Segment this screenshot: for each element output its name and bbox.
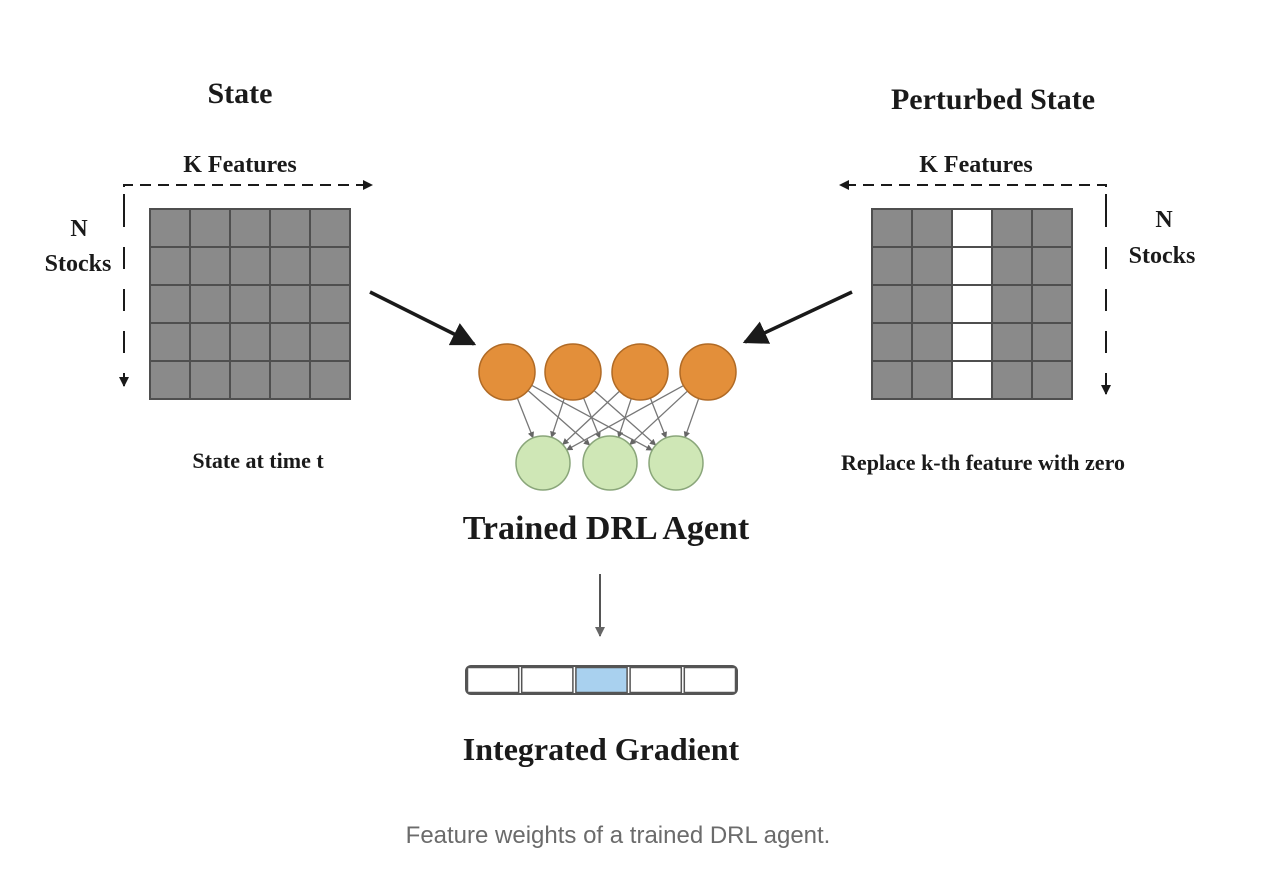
right-stocks-label: Stocks bbox=[1129, 243, 1196, 269]
matrix-cell bbox=[911, 284, 953, 324]
agent-label: Trained DRL Agent bbox=[463, 510, 750, 547]
matrix-cell bbox=[189, 284, 231, 324]
output-node bbox=[515, 435, 571, 491]
figure-caption: Feature weights of a trained DRL agent. bbox=[405, 822, 831, 849]
matrix-cell bbox=[871, 360, 913, 400]
matrix-cell bbox=[309, 246, 351, 286]
network-edge bbox=[562, 390, 621, 446]
gradient-cell bbox=[683, 666, 737, 694]
matrix-cell bbox=[269, 208, 311, 248]
zeroed-cell bbox=[951, 208, 993, 248]
matrix-cell bbox=[269, 322, 311, 362]
matrix-cell bbox=[189, 360, 231, 400]
matrix-cell bbox=[309, 208, 351, 248]
output-layer bbox=[515, 435, 704, 491]
matrix-cell bbox=[309, 360, 351, 400]
matrix-cell bbox=[911, 208, 953, 248]
perturbed-state-caption: Replace k-th feature with zero bbox=[841, 450, 1125, 475]
matrix-cell bbox=[149, 246, 191, 286]
left-k-features-arrow bbox=[123, 180, 373, 223]
matrix-cell bbox=[309, 322, 351, 362]
matrix-cell bbox=[991, 284, 1033, 324]
zeroed-cell bbox=[951, 284, 993, 324]
gradient-cell bbox=[520, 666, 574, 694]
matrix-cell bbox=[149, 284, 191, 324]
output-node bbox=[582, 435, 638, 491]
zeroed-cell bbox=[951, 246, 993, 286]
matrix-cell bbox=[1031, 322, 1073, 362]
matrix-cell bbox=[189, 322, 231, 362]
diagram: State K Features N Stocks State at time … bbox=[45, 77, 1196, 767]
matrix-cell bbox=[229, 322, 271, 362]
network-edge bbox=[566, 384, 684, 451]
left-stocks-label: Stocks bbox=[45, 251, 112, 277]
integrated-gradient-vector bbox=[465, 665, 738, 695]
matrix-cell bbox=[309, 284, 351, 324]
left-k-features-label: K Features bbox=[183, 152, 297, 178]
matrix-cell bbox=[991, 246, 1033, 286]
matrix-cell bbox=[1031, 246, 1073, 286]
matrix-cell bbox=[269, 246, 311, 286]
perturbed-state-title: Perturbed State bbox=[891, 83, 1095, 116]
matrix-cell bbox=[911, 322, 953, 362]
matrix-cell bbox=[871, 284, 913, 324]
matrix-cell bbox=[871, 246, 913, 286]
right-k-features-label: K Features bbox=[919, 152, 1033, 178]
gradient-cell bbox=[466, 666, 520, 694]
right-k-features-arrow bbox=[839, 180, 1107, 223]
matrix-cell bbox=[229, 208, 271, 248]
network-edge bbox=[683, 398, 700, 439]
matrix-cell bbox=[189, 208, 231, 248]
output-node bbox=[648, 435, 704, 491]
network-edge bbox=[527, 390, 591, 446]
matrix-cell bbox=[229, 360, 271, 400]
matrix-cell bbox=[189, 246, 231, 286]
state-title: State bbox=[208, 77, 273, 110]
zeroed-cell bbox=[951, 322, 993, 362]
input-node bbox=[611, 343, 669, 401]
perturbed-state-matrix bbox=[871, 208, 1073, 400]
zeroed-cell bbox=[951, 360, 993, 400]
matrix-cell bbox=[229, 284, 271, 324]
matrix-cell bbox=[149, 360, 191, 400]
matrix-cell bbox=[991, 322, 1033, 362]
matrix-cell bbox=[1031, 208, 1073, 248]
gradient-label: Integrated Gradient bbox=[463, 731, 740, 767]
matrix-cell bbox=[991, 360, 1033, 400]
matrix-cell bbox=[991, 208, 1033, 248]
matrix-cell bbox=[149, 322, 191, 362]
network-connections bbox=[516, 384, 700, 451]
matrix-cell bbox=[911, 246, 953, 286]
matrix-cell bbox=[911, 360, 953, 400]
matrix-cell bbox=[871, 322, 913, 362]
perturbed-to-agent-arrow bbox=[742, 290, 853, 344]
state-caption: State at time t bbox=[192, 448, 324, 473]
right-stocks-label-n: N bbox=[1155, 207, 1173, 233]
state-matrix bbox=[149, 208, 351, 400]
matrix-cell bbox=[229, 246, 271, 286]
input-node bbox=[679, 343, 737, 401]
state-to-agent-arrow bbox=[369, 290, 477, 346]
matrix-cell bbox=[269, 284, 311, 324]
input-layer bbox=[478, 343, 737, 401]
left-stocks-label-n: N bbox=[70, 216, 88, 242]
highlighted-gradient-cell bbox=[575, 666, 628, 694]
network-edge bbox=[629, 390, 688, 446]
network-edge bbox=[516, 397, 534, 439]
input-node bbox=[544, 343, 602, 401]
gradient-cell bbox=[629, 666, 683, 694]
matrix-cell bbox=[1031, 284, 1073, 324]
network-edge bbox=[550, 398, 565, 438]
matrix-cell bbox=[149, 208, 191, 248]
matrix-cell bbox=[1031, 360, 1073, 400]
matrix-cell bbox=[269, 360, 311, 400]
input-node bbox=[478, 343, 536, 401]
matrix-cell bbox=[871, 208, 913, 248]
